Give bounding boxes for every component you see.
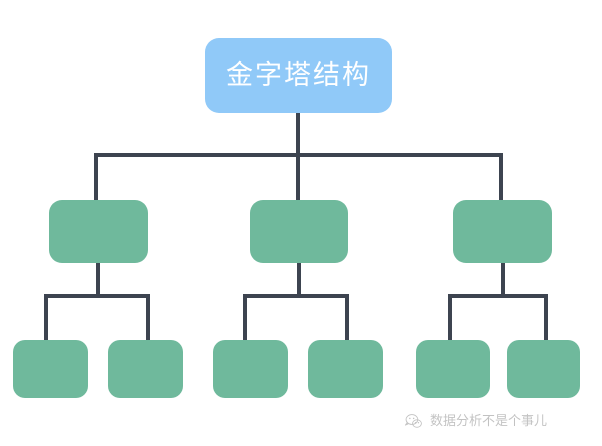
- tree-node-root[interactable]: 金字塔结构: [205, 38, 392, 113]
- footer-watermark: 数据分析不是个事儿: [404, 412, 547, 431]
- wechat-logo-icon: [404, 414, 422, 428]
- tree-node-leaf-5[interactable]: [416, 340, 490, 398]
- footer-watermark-text: 数据分析不是个事儿: [430, 414, 548, 429]
- tree-node-leaf-4[interactable]: [308, 340, 383, 398]
- tree-node-branch-1[interactable]: [49, 200, 148, 263]
- tree-node-leaf-3[interactable]: [213, 340, 288, 398]
- tree-node-branch-2[interactable]: [250, 200, 348, 263]
- tree-node-leaf-6[interactable]: [507, 340, 580, 398]
- tree-node-leaf-2[interactable]: [108, 340, 183, 398]
- tree-node-branch-3[interactable]: [453, 200, 552, 263]
- tree-node-leaf-1[interactable]: [13, 340, 88, 398]
- tree-node-root-label: 金字塔结构: [226, 60, 371, 91]
